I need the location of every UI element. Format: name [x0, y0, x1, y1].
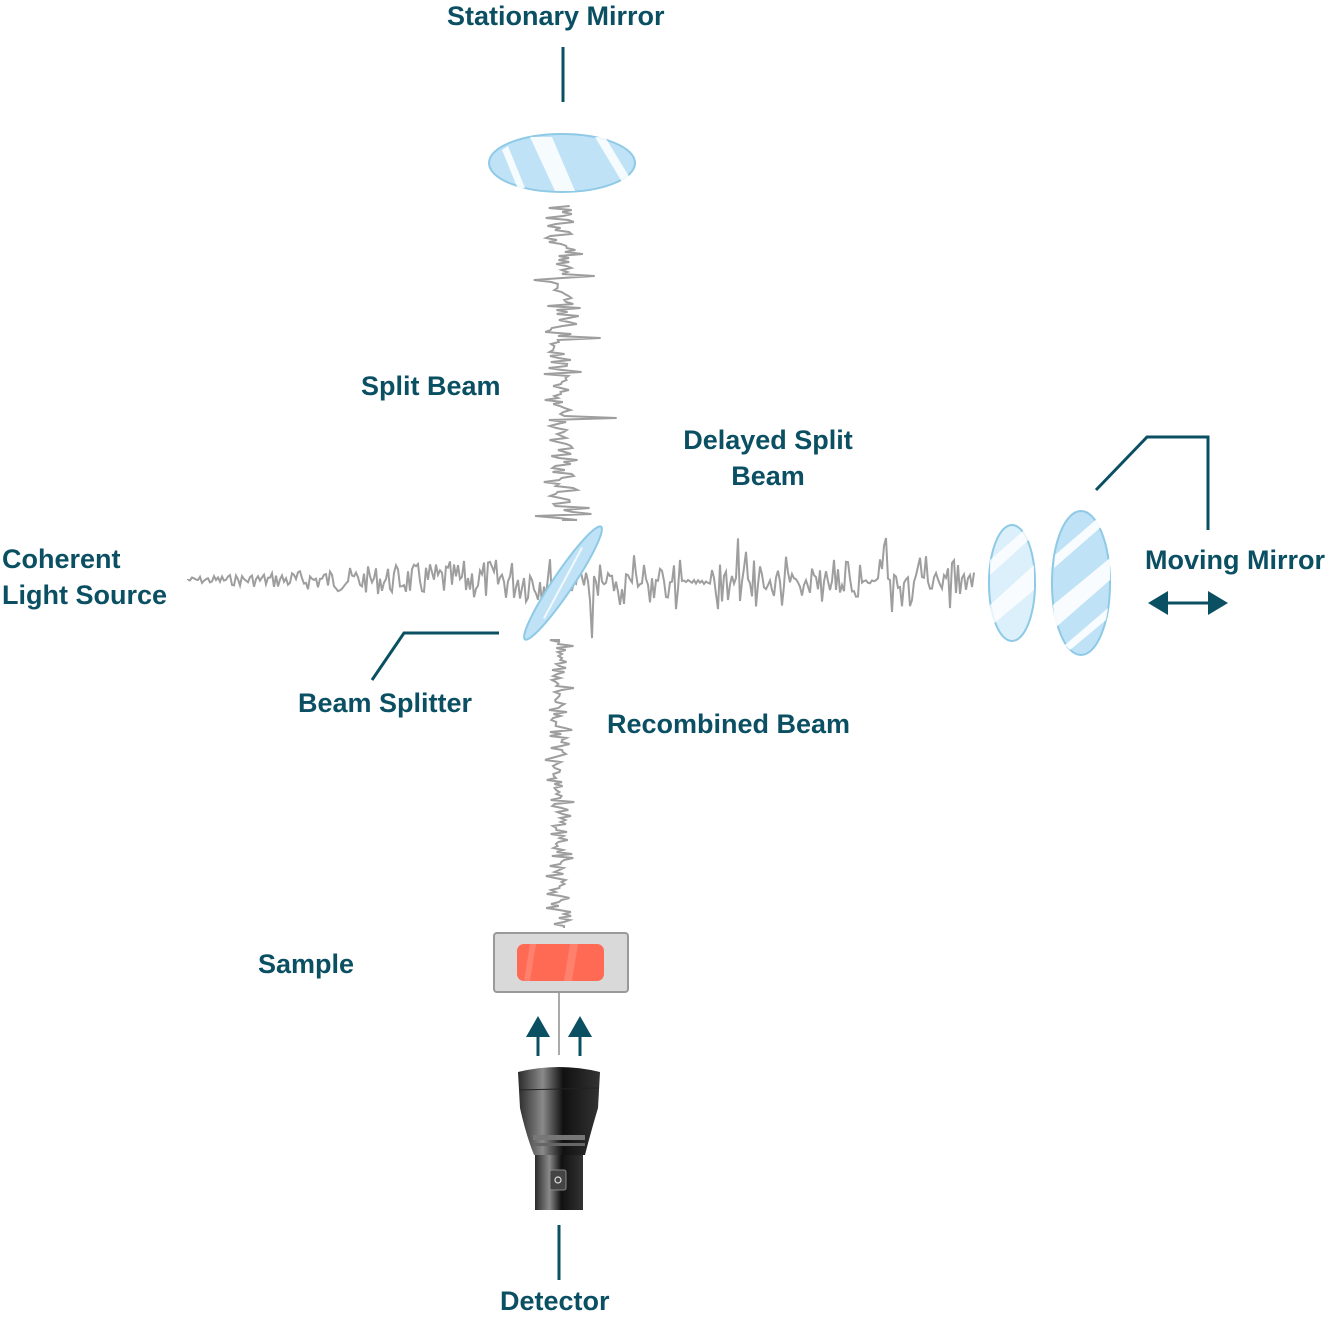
delayed-beam-wave — [559, 537, 975, 639]
beam-waveforms — [187, 205, 975, 929]
moving-mirror — [1051, 510, 1111, 656]
source-beam-wave — [187, 559, 555, 605]
split-beam-label: Split Beam — [361, 371, 501, 401]
coherent-light-source-line2: Light Source — [2, 580, 168, 610]
detector-label: Detector — [500, 1286, 610, 1316]
beam-splitter — [523, 525, 603, 641]
stationary-mirror — [488, 133, 636, 193]
double-arrow-icon — [1148, 591, 1228, 615]
sample-holder — [493, 932, 629, 993]
coherent-light-source-label: Coherent Light Source — [2, 541, 167, 613]
moving-mirror-leader — [1094, 435, 1210, 530]
coherent-light-source-line1: Coherent — [2, 544, 121, 574]
moving-mirror-label: Moving Mirror — [1145, 545, 1325, 575]
recombined-beam-wave — [544, 639, 575, 929]
arrow-up-icon — [526, 1016, 592, 1056]
recombined-beam-label: Recombined Beam — [607, 709, 851, 739]
delayed-split-beam-line1: Delayed Split — [683, 425, 853, 455]
delayed-split-beam-label: Delayed Split Beam — [668, 422, 868, 494]
beam-splitter-leader — [370, 631, 499, 681]
split-beam-wave — [533, 205, 617, 521]
detector-device — [518, 1067, 600, 1210]
delayed-split-beam-line2: Beam — [731, 461, 805, 491]
moving-mirror-ghost — [988, 524, 1036, 642]
stationary-mirror-label: Stationary Mirror — [447, 1, 665, 31]
sample-label: Sample — [258, 949, 355, 979]
beam-splitter-label: Beam Splitter — [298, 688, 473, 718]
